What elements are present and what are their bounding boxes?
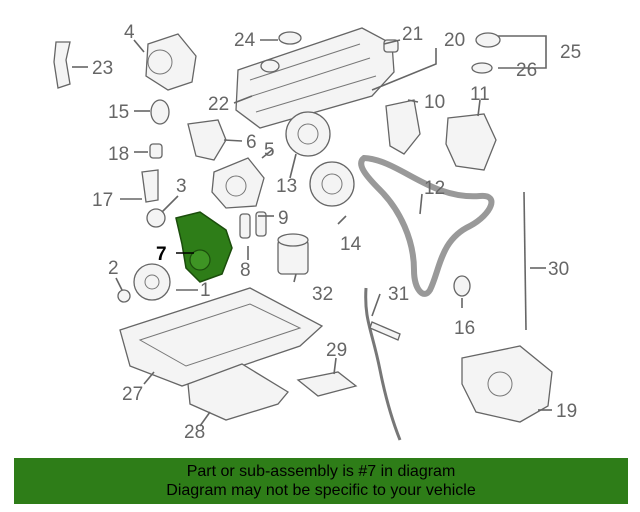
callout-17: 17 bbox=[92, 190, 113, 211]
callout-6: 6 bbox=[246, 132, 257, 153]
timing-belt-part[interactable] bbox=[358, 154, 495, 297]
timing-cover-11[interactable] bbox=[445, 113, 497, 171]
callout-18: 18 bbox=[108, 144, 129, 165]
callout-31: 31 bbox=[388, 284, 409, 305]
throttle-body-part[interactable] bbox=[145, 33, 197, 91]
camshaft-pulley-13[interactable] bbox=[285, 111, 331, 157]
idler-pulley-3[interactable] bbox=[146, 208, 166, 228]
timing-cover-10[interactable] bbox=[385, 99, 421, 155]
callout-4: 4 bbox=[124, 22, 135, 43]
callout-16: 16 bbox=[454, 318, 475, 339]
bolt-part[interactable] bbox=[117, 289, 131, 303]
callout-22: 22 bbox=[208, 94, 229, 115]
banner-line-2: Diagram may not be specific to your vehi… bbox=[166, 482, 476, 499]
callout-23: 23 bbox=[92, 58, 113, 79]
callout-26: 26 bbox=[516, 60, 537, 81]
callout-1: 1 bbox=[200, 280, 211, 301]
parts-diagram: 23 4 24 21 20 25 26 22 15 6 10 11 18 5 1… bbox=[53, 22, 581, 443]
filter-housing-part[interactable] bbox=[141, 169, 159, 203]
oil-tube-part[interactable] bbox=[364, 287, 402, 441]
oil-filter-part[interactable] bbox=[277, 233, 309, 275]
water-pump-part[interactable] bbox=[211, 157, 265, 209]
callout-28: 28 bbox=[184, 422, 205, 443]
valve-cover-part[interactable] bbox=[235, 27, 395, 129]
callout-3: 3 bbox=[176, 176, 187, 197]
callout-14: 14 bbox=[340, 234, 362, 255]
sensor-part[interactable] bbox=[149, 143, 163, 159]
callout-29: 29 bbox=[326, 340, 347, 361]
callout-25: 25 bbox=[560, 42, 581, 63]
banner-line-1: Part or sub-assembly is #7 in diagram bbox=[186, 463, 456, 480]
seal-part-8[interactable] bbox=[239, 213, 251, 239]
camshaft-pulley-14[interactable] bbox=[309, 161, 355, 207]
cap-part[interactable] bbox=[278, 31, 302, 45]
callout-32: 32 bbox=[312, 284, 333, 305]
callout-27: 27 bbox=[122, 384, 143, 405]
idler-part[interactable] bbox=[150, 99, 170, 125]
callout-21: 21 bbox=[402, 24, 423, 45]
oil-pump-part[interactable] bbox=[461, 345, 553, 423]
highlighted-part-7[interactable] bbox=[175, 211, 233, 283]
callout-7: 7 bbox=[156, 244, 167, 265]
callout-10: 10 bbox=[424, 92, 445, 113]
callout-5: 5 bbox=[264, 140, 275, 161]
baffle-part[interactable] bbox=[296, 371, 358, 397]
tensioner-pulley-part[interactable] bbox=[453, 275, 471, 297]
callout-19: 19 bbox=[556, 401, 577, 422]
callout-numbers: 23 4 24 21 20 25 26 22 15 6 10 11 18 5 1… bbox=[92, 22, 581, 443]
seal-part-9[interactable] bbox=[255, 211, 267, 237]
callout-13: 13 bbox=[276, 176, 297, 197]
callout-20: 20 bbox=[444, 30, 465, 51]
callout-11: 11 bbox=[470, 84, 490, 105]
callout-30: 30 bbox=[548, 259, 569, 280]
dipstick-tube-part[interactable] bbox=[53, 41, 71, 89]
callout-24: 24 bbox=[234, 30, 256, 51]
oil-pan-lower-part[interactable] bbox=[187, 363, 289, 421]
callout-9: 9 bbox=[278, 208, 289, 229]
callout-2: 2 bbox=[108, 258, 119, 279]
crank-pulley-part[interactable] bbox=[133, 263, 171, 301]
oil-cap-part[interactable] bbox=[475, 32, 501, 48]
oil-pan-upper-part[interactable] bbox=[119, 287, 324, 387]
leader-lines bbox=[72, 35, 552, 427]
bracket-part[interactable] bbox=[187, 119, 227, 161]
callout-8: 8 bbox=[240, 260, 251, 281]
gasket-ring-part[interactable] bbox=[471, 62, 493, 74]
info-banner: Part or sub-assembly is #7 in diagram Di… bbox=[14, 458, 628, 504]
callout-15: 15 bbox=[108, 102, 129, 123]
dipstick-part[interactable] bbox=[523, 191, 527, 331]
callout-12: 12 bbox=[424, 178, 445, 199]
